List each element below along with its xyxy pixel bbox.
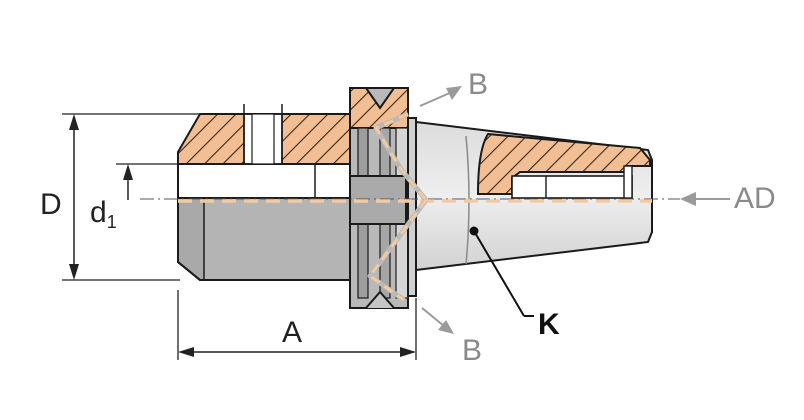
shank-lower-face xyxy=(204,198,350,280)
flange xyxy=(349,87,417,309)
dimension-d1 xyxy=(116,163,178,200)
shank-bore xyxy=(177,163,351,199)
cone-bore xyxy=(511,175,633,199)
leader-k xyxy=(469,226,534,317)
label-d1-main: d xyxy=(90,196,107,229)
label-d1-sub: 1 xyxy=(106,212,117,232)
shank-body xyxy=(177,104,351,281)
taper-cone xyxy=(415,120,653,272)
label-a: A xyxy=(282,316,303,349)
label-d: D xyxy=(40,188,62,221)
label-ad: AD xyxy=(734,182,776,215)
arrow-b-bottom xyxy=(421,307,454,334)
cone-hatched xyxy=(476,132,651,195)
arrow-ad xyxy=(680,192,730,206)
label-k: K xyxy=(538,308,560,341)
dimension-d xyxy=(62,113,200,281)
flange-bottom-groove xyxy=(350,290,408,309)
dimension-a xyxy=(177,290,417,360)
arrow-b-top xyxy=(419,86,462,107)
label-d1: d1 xyxy=(90,196,117,232)
flange-face xyxy=(407,117,417,297)
screw-hole-inner xyxy=(251,113,275,165)
label-b-bottom: B xyxy=(462,334,483,367)
label-b-top: B xyxy=(468,68,489,101)
